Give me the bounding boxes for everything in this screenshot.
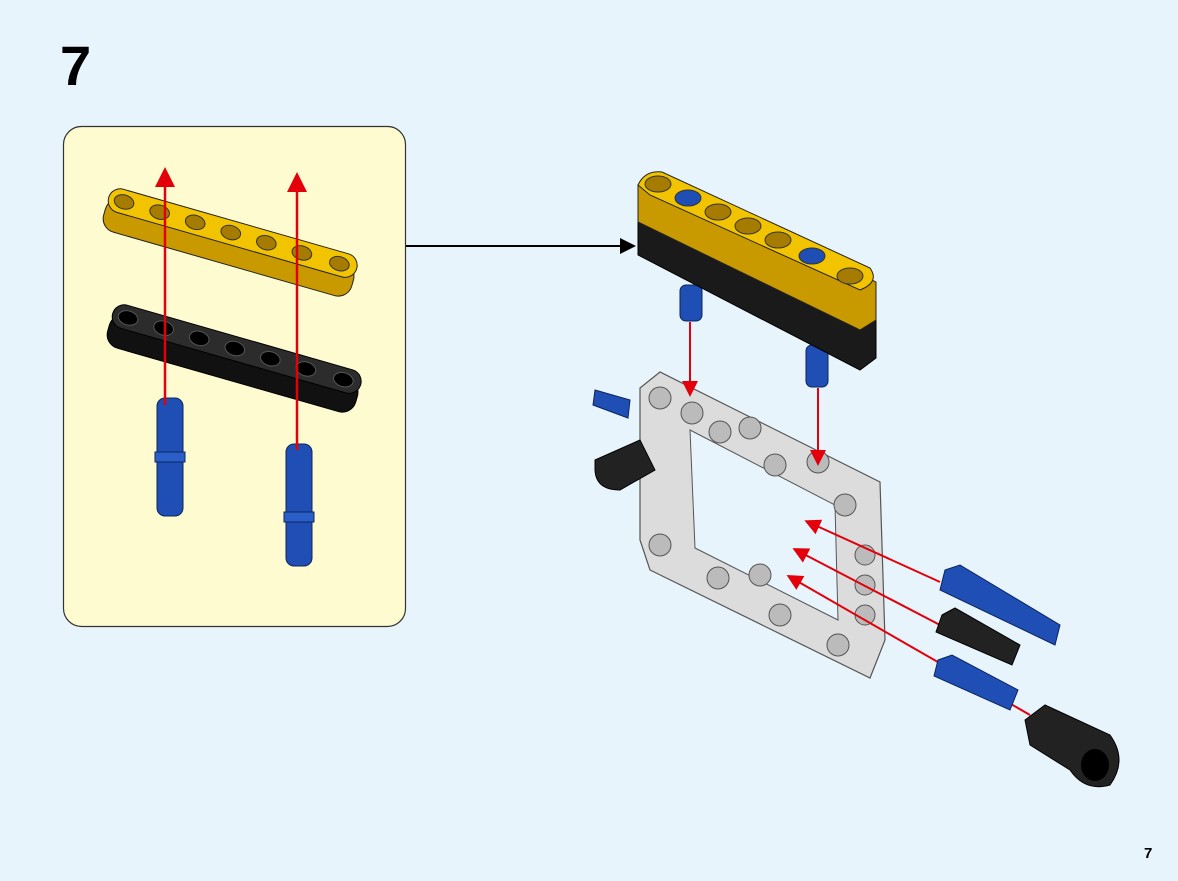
black-pin-connector (1024, 704, 1120, 788)
blue-pin (283, 443, 315, 567)
black-connector-left (594, 439, 656, 491)
black-pin-right (935, 607, 1021, 666)
page-number: 7 (1144, 845, 1153, 862)
grey-frame (639, 371, 886, 679)
blue-pin (154, 397, 186, 517)
blue-pin-right (939, 564, 1061, 646)
black-beam (106, 304, 362, 413)
red-arrow (804, 519, 941, 583)
blue-pin-left (592, 389, 631, 419)
stacked-beam-assembly (637, 171, 877, 388)
step-number: 7 (60, 34, 92, 97)
blue-axle-pin-right (933, 654, 1019, 711)
red-arrow (792, 548, 941, 626)
